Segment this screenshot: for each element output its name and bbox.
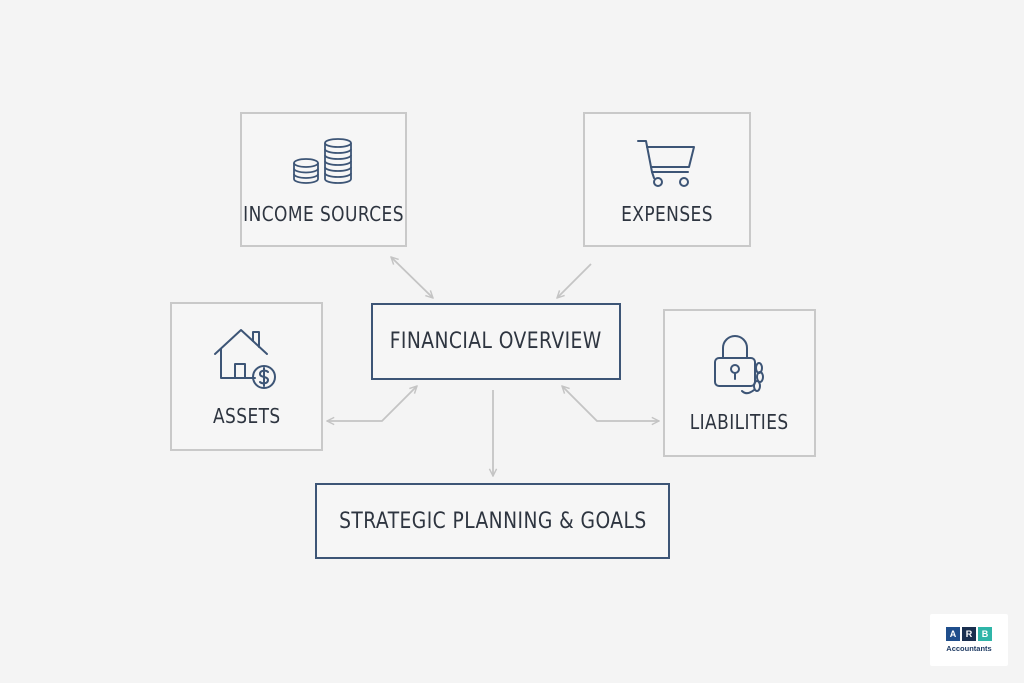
connector-liabilities-center bbox=[562, 386, 659, 421]
house-dollar-icon bbox=[213, 328, 281, 390]
connector-assets-center bbox=[327, 386, 417, 421]
node-assets: ASSETS bbox=[170, 302, 323, 451]
connector-income-center bbox=[391, 257, 433, 298]
node-liabilities: LIABILITIES bbox=[663, 309, 816, 457]
node-label: LIABILITIES bbox=[690, 410, 789, 434]
node-label: STRATEGIC PLANNING & GOALS bbox=[338, 508, 647, 534]
node-expenses: EXPENSES bbox=[583, 112, 751, 247]
connector-expenses-center bbox=[557, 263, 592, 298]
node-label: ASSETS bbox=[212, 403, 281, 428]
node-income-sources: INCOME SOURCES bbox=[240, 112, 407, 247]
shopping-cart-icon bbox=[636, 138, 698, 190]
node-label: INCOME SOURCES bbox=[243, 201, 404, 226]
padlock-chain-icon bbox=[709, 334, 771, 396]
logo-letter: B bbox=[978, 627, 992, 641]
logo-name: Accountants bbox=[946, 644, 992, 653]
node-financial-overview: FINANCIAL OVERVIEW bbox=[371, 303, 621, 380]
coins-icon bbox=[292, 137, 356, 186]
logo-letter: A bbox=[946, 627, 960, 641]
node-strategic-planning: STRATEGIC PLANNING & GOALS bbox=[315, 483, 670, 559]
logo-letter: R bbox=[962, 627, 976, 641]
arb-accountants-logo: A R B Accountants bbox=[930, 614, 1008, 666]
logo-letters: A R B bbox=[946, 627, 992, 641]
node-label: FINANCIAL OVERVIEW bbox=[390, 329, 603, 354]
node-label: EXPENSES bbox=[621, 201, 713, 226]
